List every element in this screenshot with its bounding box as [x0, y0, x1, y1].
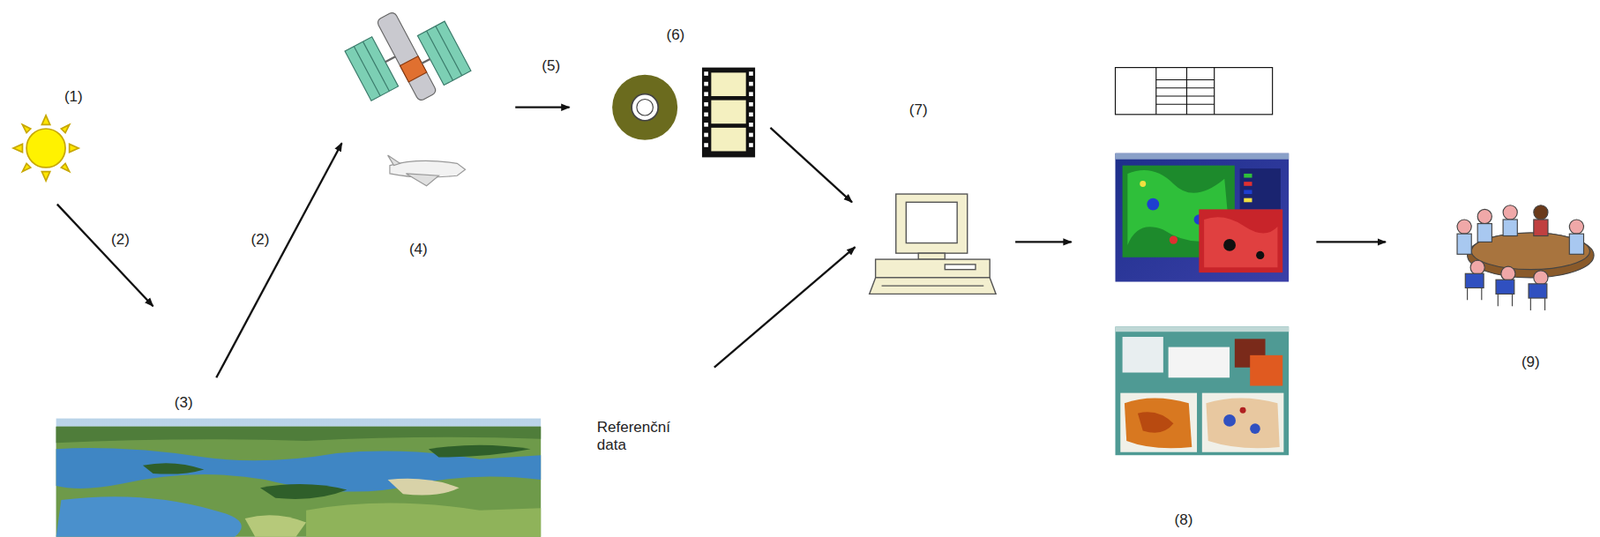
table-icon	[1114, 67, 1272, 115]
callout-number: (1)	[64, 88, 83, 106]
callout-number: (3)	[174, 394, 194, 412]
shuttle-icon	[388, 155, 466, 187]
callout-number: (6)	[665, 26, 685, 45]
sun-icon	[13, 115, 79, 181]
callout-number: (7)	[909, 101, 928, 120]
storage-media	[612, 67, 756, 158]
classification-screenshot	[1114, 153, 1289, 283]
callout-number: (5)	[541, 57, 561, 75]
callout-number: (9)	[1521, 353, 1541, 372]
callout-number: (8)	[1174, 511, 1194, 530]
computer-icon	[869, 194, 996, 294]
callout-number: (2)	[111, 231, 130, 249]
callout-number: (4)	[409, 240, 428, 259]
input-label: Referenční data	[597, 418, 695, 456]
meeting-icon	[1457, 205, 1594, 311]
satellite-icon	[339, 0, 473, 122]
landscape-photo	[56, 418, 542, 537]
map-screenshot	[1114, 326, 1289, 456]
callout-number: (2)	[251, 231, 270, 249]
